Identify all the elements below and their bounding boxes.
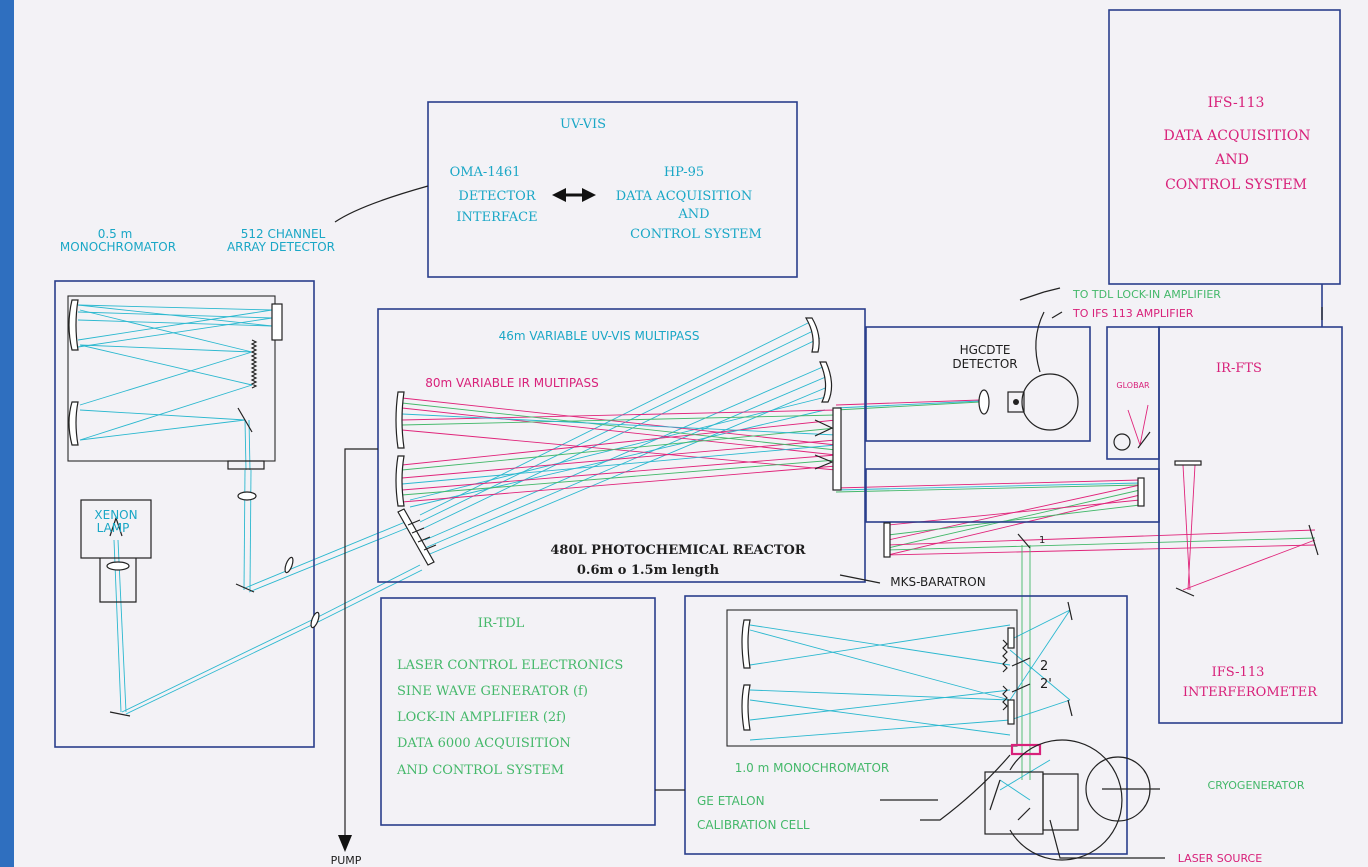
irtdl-labels: IR-TDL LASER CONTROL ELECTRONICS SINE WA… xyxy=(396,616,623,778)
hgcdte-optics xyxy=(979,374,1078,430)
hgcdte-labels: HGCDTE DETECTOR TO TDL LOCK-IN AMPLIFIER… xyxy=(952,288,1221,371)
oma-label: OMA-1461 xyxy=(450,165,521,180)
mks-baratron-label: MKS-BARATRON xyxy=(890,575,985,589)
laser-source-label: LASER SOURCE xyxy=(1178,852,1262,865)
interface-label: INTERFACE xyxy=(456,210,537,225)
mono05-name-label: MONOCHROMATOR xyxy=(60,240,176,254)
irtdl-data-6000-label: DATA 6000 ACQUISITION xyxy=(397,736,571,751)
to-tdl-amplifier-label: TO TDL LOCK-IN AMPLIFIER xyxy=(1072,288,1221,301)
reactor-dimensions: 0.6m o 1.5m length xyxy=(577,563,720,578)
hp-control-label: CONTROL SYSTEM xyxy=(630,227,762,242)
array-channel-label: 512 CHANNEL xyxy=(241,227,326,241)
hgcdte-label: HGCDTE xyxy=(960,343,1011,357)
reactor-title: 480L PHOTOCHEMICAL REACTOR xyxy=(550,543,805,558)
xenon-beam xyxy=(114,540,422,714)
globar-optics xyxy=(1114,432,1150,450)
xenon-label: XENON xyxy=(94,508,137,522)
ifs-control-label: CONTROL SYSTEM xyxy=(1165,177,1307,193)
to-ifs-amplifier-label: TO IFS 113 AMPLIFIER xyxy=(1072,307,1194,320)
irtdl-control-system-label: AND CONTROL SYSTEM xyxy=(396,763,564,778)
tdl-optics-box xyxy=(685,596,1127,854)
cryogenerator-label: CRYOGENERATOR xyxy=(1208,779,1305,792)
path-marker-2: 2 xyxy=(1040,659,1048,674)
lamp-label: LAMP xyxy=(97,521,130,535)
ge-etalon-label: GE ETALON xyxy=(697,794,765,808)
ifs-and-label: AND xyxy=(1214,152,1249,168)
hp-and-label: AND xyxy=(677,207,709,222)
irtdl-lock-in-label: LOCK-IN AMPLIFIER (2f) xyxy=(397,710,566,725)
pump-line xyxy=(338,449,378,852)
double-arrow xyxy=(552,188,596,202)
pump-labels: PUMP xyxy=(331,854,362,867)
hp95-label: HP-95 xyxy=(664,165,704,180)
leader-lines xyxy=(335,186,1322,858)
calibration-cell-label: CALIBRATION CELL xyxy=(697,818,810,832)
ifs-title: IFS-113 xyxy=(1208,95,1265,111)
mono10-optics xyxy=(742,602,1072,730)
array-detector-label: ARRAY DETECTOR xyxy=(227,240,335,254)
ir-multipass-label: 80m VARIABLE IR MULTIPASS xyxy=(425,376,598,390)
ifs-data-acq-label: DATA ACQUISITION xyxy=(1163,128,1310,144)
cryogenerator-assembly xyxy=(985,740,1150,860)
irtdl-laser-control-label: LASER CONTROL ELECTRONICS xyxy=(397,658,623,673)
transfer-lenses xyxy=(283,556,320,628)
mono10-label: 1.0 m MONOCHROMATOR xyxy=(735,761,890,775)
uvvis-labels: UV-VIS OMA-1461 DETECTOR INTERFACE HP-95… xyxy=(450,117,762,242)
detector-label: DETECTOR xyxy=(458,189,536,204)
ifs-control-labels: IFS-113 DATA ACQUISITION AND CONTROL SYS… xyxy=(1163,95,1310,193)
path-marker-1: 1 xyxy=(1039,535,1045,546)
irtdl-title: IR-TDL xyxy=(478,616,525,631)
hp-data-acq-label: DATA ACQUISITION xyxy=(616,189,753,204)
mono05-size-label: 0.5 m xyxy=(98,227,133,241)
hgcdte-detector-label: DETECTOR xyxy=(952,357,1017,371)
pump-label: PUMP xyxy=(331,854,362,867)
reactor-mirrors xyxy=(396,318,841,565)
ifs-control-box xyxy=(1109,10,1340,284)
uv-multipass-label: 46m VARIABLE UV-VIS MULTIPASS xyxy=(499,329,700,343)
mono05-beams xyxy=(78,305,272,590)
irtdl-sine-wave-label: SINE WAVE GENERATOR (f) xyxy=(397,684,588,699)
irfts-title: IR-FTS xyxy=(1216,361,1262,376)
globar-label: GLOBAR xyxy=(1116,381,1150,390)
xenon-labels: XENON LAMP xyxy=(94,508,137,535)
interferometer-model-label: IFS-113 xyxy=(1212,665,1265,680)
path-marker-2-prime: 2' xyxy=(1040,677,1052,692)
uvvis-title: UV-VIS xyxy=(560,117,606,132)
mono05-labels: 0.5 m MONOCHROMATOR 512 CHANNEL ARRAY DE… xyxy=(60,227,335,254)
uv-multipass-beams xyxy=(410,322,830,556)
interferometer-label: INTERFEROMETER xyxy=(1183,685,1318,700)
